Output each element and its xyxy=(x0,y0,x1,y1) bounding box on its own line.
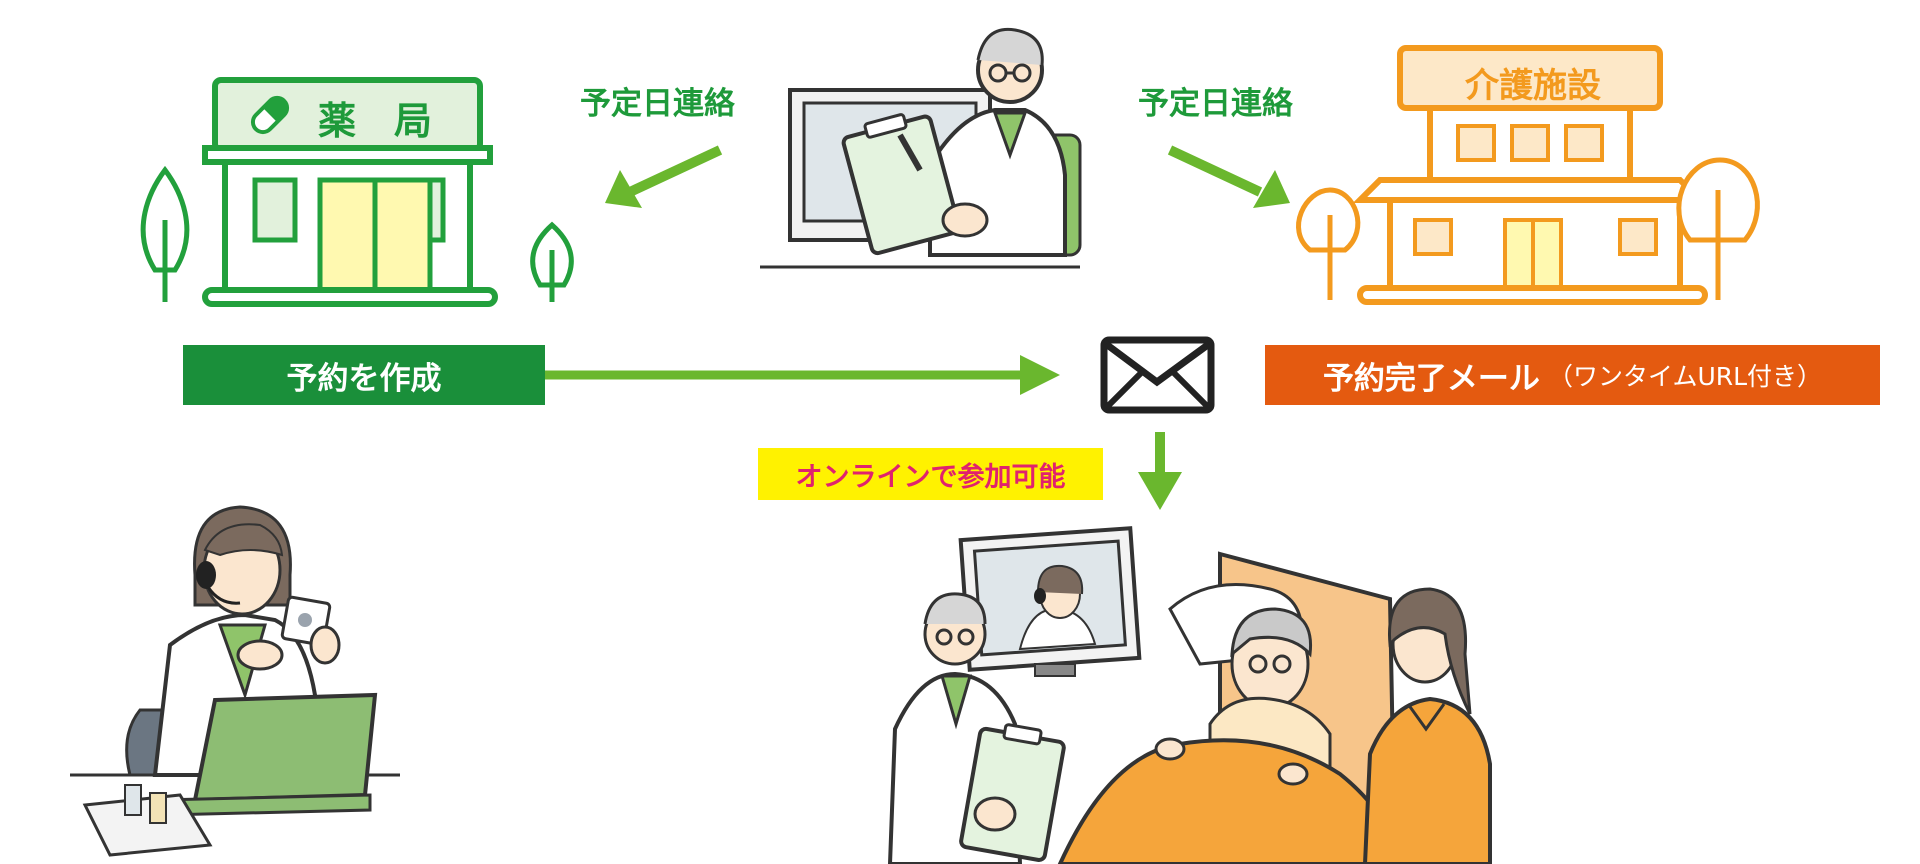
notify-pharmacy-label: 予定日連絡 xyxy=(580,86,735,122)
tree-icon xyxy=(140,165,190,302)
pharmacy-building xyxy=(140,77,574,307)
arrow-down-to-bedside xyxy=(1138,432,1182,510)
tree-icon xyxy=(530,221,574,302)
completion-mail-box: 予約完了メール （ワンタイムURL付き） xyxy=(1265,345,1880,405)
completion-mail-note: （ワンタイムURL付き） xyxy=(1547,362,1823,391)
online-participation-badge: オンラインで参加可能 xyxy=(758,448,1103,500)
tree-icon xyxy=(1676,157,1760,300)
care-facility-sign: 介護施設 xyxy=(1465,66,1601,106)
arrow-to-pharmacy xyxy=(605,145,723,208)
tree-icon xyxy=(1296,187,1361,300)
arrow-to-facility xyxy=(1167,145,1290,208)
bedside-online-consultation xyxy=(887,526,1492,864)
envelope-icon xyxy=(1100,336,1215,414)
pill-icon xyxy=(250,95,290,135)
care-facility-building xyxy=(1296,45,1760,305)
doctor-with-clipboard xyxy=(760,27,1082,269)
notify-facility-label: 予定日連絡 xyxy=(1138,86,1293,122)
pharmacy-sign: 薬 局 xyxy=(318,99,433,143)
pharmacist-with-headset xyxy=(70,505,400,857)
create-reservation-box: 予約を作成 xyxy=(183,345,545,405)
arrow-to-mail xyxy=(545,355,1060,395)
completion-mail-main: 予約完了メール xyxy=(1322,360,1540,397)
